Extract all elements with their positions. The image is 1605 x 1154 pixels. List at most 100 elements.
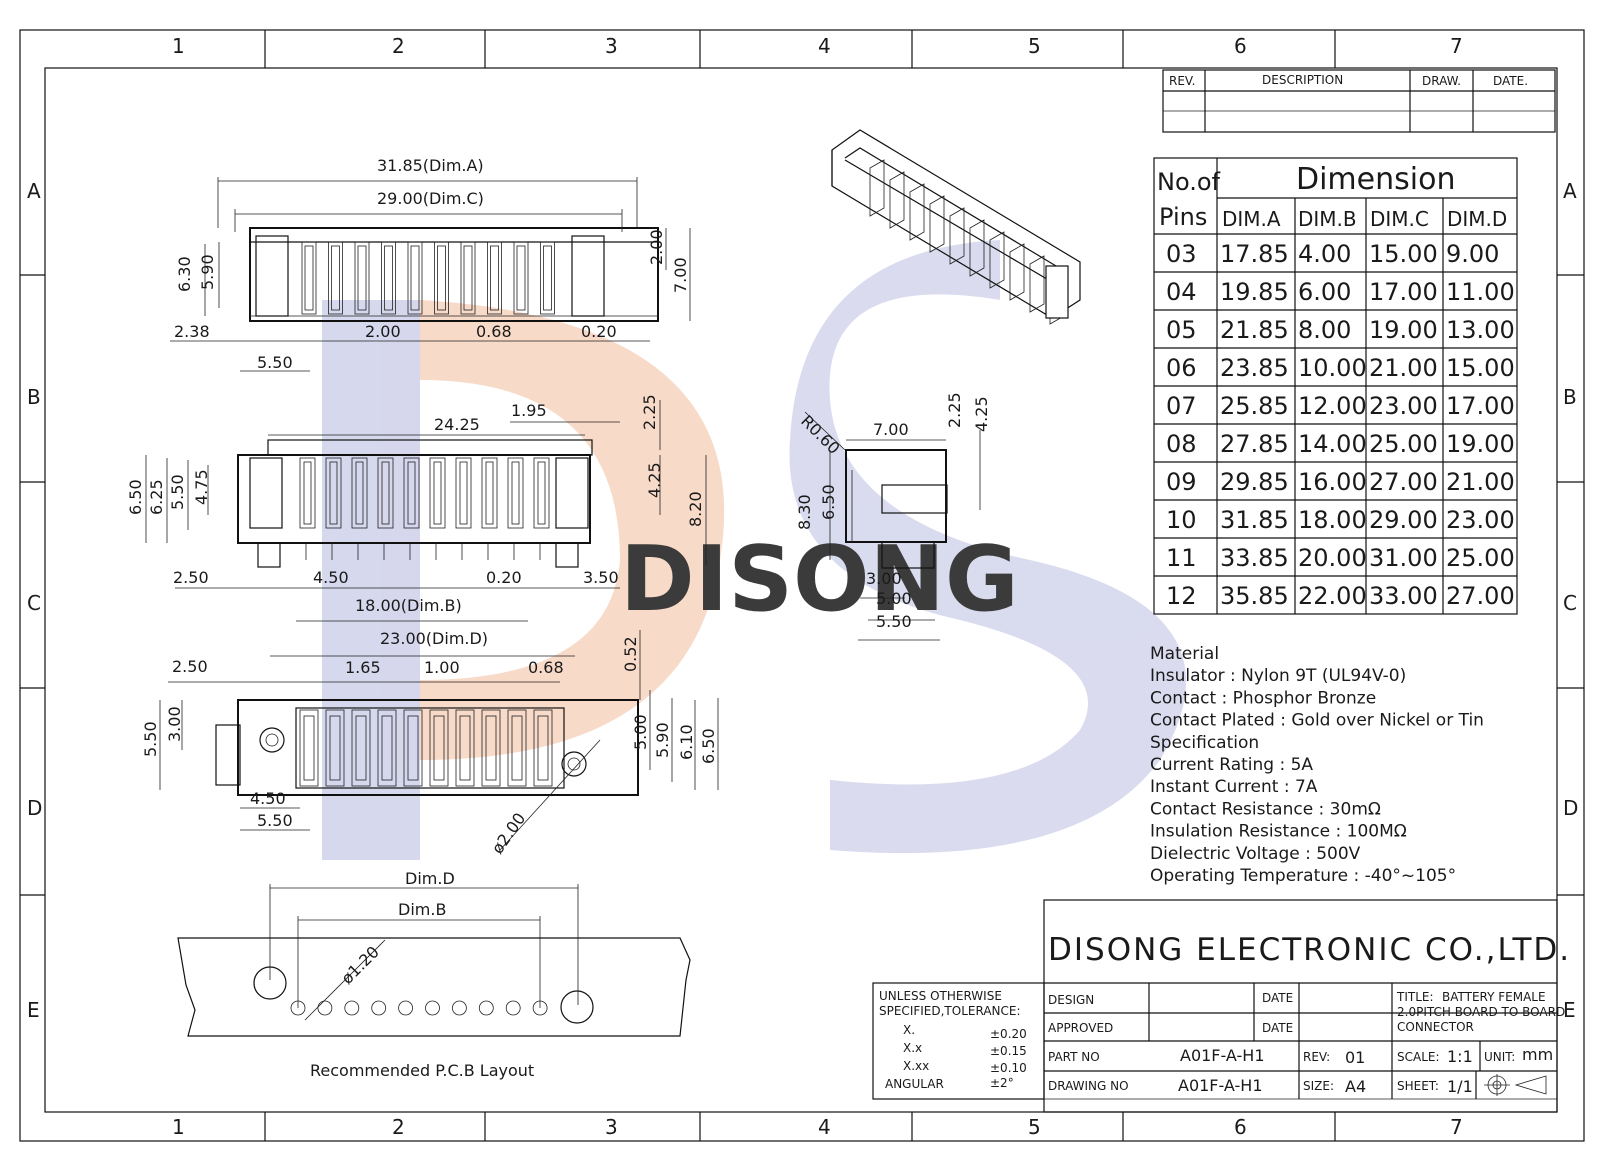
dim-label: 2.38 [174,322,210,341]
dim-table-title: Dimension [1296,162,1455,197]
dim-label: 5.50 [257,811,293,830]
contact-slot-inner [433,461,442,525]
dim-table-value-cell: 15.00 [1369,240,1438,268]
dim-table-value-cell: 31.85 [1220,506,1289,534]
pcb-pad [478,1000,494,1016]
dim-table-value-cell: 21.00 [1369,354,1438,382]
dim-label: Dim.B [398,900,446,919]
dim-label: 7.00 [671,257,690,293]
pcb-pad [398,1000,414,1016]
contact-slot-inner [329,715,341,781]
col-label: 6 [1234,34,1247,58]
front-view: 24.25 1.95 2.25 6.50 6.25 5.50 4.75 4.25… [126,394,707,622]
contact-slot-inner [490,245,499,311]
col-label: 3 [605,34,618,58]
dim-label: 6.50 [126,479,145,515]
pcb-caption: Recommended P.C.B Layout [310,1061,534,1080]
title-line2: 2.0PITCH BOARD TO BOARD [1397,1005,1565,1019]
dim-table-pins-cell: 03 [1166,240,1197,268]
size-value: A4 [1345,1077,1366,1096]
dim-table-value-cell: 27.00 [1446,582,1515,610]
row-label: C [27,591,41,615]
col-label: 5 [1028,34,1041,58]
contact-slot [429,709,449,787]
dim-table-value-cell: 23.00 [1369,392,1438,420]
rev-header: REV. [1169,74,1195,88]
contact-slot-inner [331,245,340,311]
spec-line: Contact Plated : Gold over Nickel or Tin [1150,711,1484,731]
contact-slot [328,241,343,315]
dim-label: Dim.D [405,869,455,888]
contact-slot [481,709,501,787]
dim-label: 4.75 [192,469,211,505]
tolerance-line2: SPECIFIED,TOLERANCE: [879,1004,1021,1018]
design-label: DESIGN [1048,993,1094,1007]
drawing-no-value: A01F-A-H1 [1178,1076,1263,1095]
contact-slot-inner [410,245,420,311]
dim-col-header: DIM.A [1222,207,1281,231]
scale-label: SCALE: [1397,1050,1440,1064]
col-label: 4 [818,1115,831,1139]
iso-contact-fin [929,195,945,253]
watermark: DISONG [322,240,1187,860]
dim-label: 5.90 [198,254,217,290]
col-label: 5 [1028,1115,1041,1139]
watermark-s-blue [789,240,1187,854]
spec-line: Insulation Resistance : 100MΩ [1150,822,1407,842]
contact-slot [533,709,553,787]
dim-table-pins-cell: 12 [1166,582,1197,610]
contact-slot [455,457,472,529]
dim-table-value-cell: 19.85 [1220,278,1289,306]
dim-table-value-cell: 35.85 [1220,582,1289,610]
dim-table-pins-cell: 11 [1166,544,1197,572]
contact-slot [403,457,420,529]
dim-table-value-cell: 19.00 [1369,316,1438,344]
iso-contact-fin [969,219,985,277]
col-label: 4 [818,34,831,58]
dim-label: ø1.20 [337,942,383,988]
tolerance-value: ±0.20 [990,1027,1027,1041]
dim-label: 5.50 [168,474,187,510]
revision-table: REV. DESCRIPTION DRAW. DATE. [1162,69,1556,133]
contact-slot-inner [407,461,416,525]
contact-slot [513,241,529,315]
iso-contact-fin [909,183,925,241]
title-label: TITLE: [1396,990,1434,1004]
contact-slot-inner [543,245,552,311]
company-name: DISONG ELECTRONIC CO.,LTD. [1048,932,1571,968]
row-label: B [1563,385,1577,409]
contact-slot [407,241,423,315]
dim-label: 7.00 [873,420,909,439]
row-label: C [1563,591,1577,615]
approved-label: APPROVED [1048,1021,1113,1035]
dim-table-pins-cell: 05 [1166,316,1197,344]
bottom-view: 23.00(Dim.D) 0.52 2.50 1.65 1.00 0.68 5.… [141,629,719,857]
dim-table-value-cell: 17.85 [1220,240,1289,268]
dim-table-value-cell: 14.00 [1298,430,1367,458]
connector-3d-view [831,129,1081,325]
spec-line: Operating Temperature : -40°~105° [1150,866,1456,886]
dim-label: 5.00 [876,589,912,608]
dim-label: 1.65 [345,658,381,677]
dim-label: 3.00 [866,569,902,588]
contact-slot-inner [303,461,312,525]
watermark-text: DISONG [620,527,1019,632]
row-labels-left: A B C D E [27,179,42,1022]
contact-slot-inner [511,715,523,781]
dim-table-pins-cell: 08 [1166,430,1197,458]
dim-table-value-cell: 21.85 [1220,316,1289,344]
dim-table-pins-cell: 10 [1166,506,1197,534]
dim-label: 3.00 [165,706,184,742]
contact-slot [351,709,371,787]
dim-label: 6.10 [677,724,696,760]
date-label: DATE [1262,991,1293,1005]
contact-slot [487,241,502,315]
dim-table-value-cell: 12.00 [1298,392,1367,420]
contact-slot-inner [381,461,390,525]
dim-label: 2.50 [172,657,208,676]
inner-border [44,67,1558,1113]
dim-label: 2.25 [945,392,964,428]
dim-table-value-cell: 4.00 [1298,240,1351,268]
dim-label: 2.50 [173,568,209,587]
dim-table-value-cell: 29.85 [1220,468,1289,496]
